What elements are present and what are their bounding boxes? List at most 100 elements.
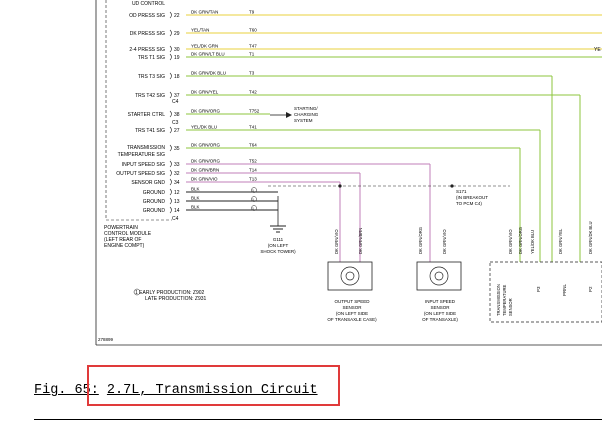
vertical-wire-label: YEL/DK BLU xyxy=(530,230,535,254)
vertical-wire-label: DK GRN/DK BLU xyxy=(588,221,593,254)
circuit-note-circle xyxy=(251,187,257,193)
module-name-1: POWERTRAIN xyxy=(104,225,138,231)
circuit-label: T1 xyxy=(249,52,255,57)
wire-color-label: DK GRN/DK BLU xyxy=(191,71,226,76)
output-sensor-2: SENSOR xyxy=(342,305,362,310)
pin-bracket xyxy=(169,160,172,168)
pin-bracket xyxy=(169,144,172,152)
switch-label-p2: P2 xyxy=(588,286,593,292)
s171-label-1: S171 xyxy=(456,189,467,194)
wire-color-label: DK GRN/YEL xyxy=(191,90,219,95)
module-name-4: ENGINE COMPT) xyxy=(104,243,145,249)
pin-label: TRS T42 SIG xyxy=(135,93,165,99)
input-sensor-1: INPUT SPEED xyxy=(425,299,456,304)
switch-label-prnl: PRNL xyxy=(562,283,567,296)
pin-bracket xyxy=(169,45,172,53)
circuit-label: 1 xyxy=(252,206,255,211)
input-sensor-4: OF TRANSAXLE) xyxy=(422,317,458,322)
figure-prefix: Fig. 65: xyxy=(34,383,99,398)
pin-number: 27 xyxy=(174,128,180,134)
circuit-label: T3 xyxy=(249,71,255,76)
circuit-label: T42 xyxy=(249,90,257,95)
circuit-label: 1 xyxy=(252,197,255,202)
starter-arrow-head xyxy=(286,112,292,118)
wire-color-label: DK GRN/ORG xyxy=(191,159,221,164)
pin-label: GROUND xyxy=(143,199,166,205)
figure-title: 2.7L, Transmission Circuit xyxy=(106,383,318,398)
pin-bracket xyxy=(169,91,172,99)
pin-bracket xyxy=(169,11,172,19)
trs-block xyxy=(489,261,602,323)
pin-number: 14 xyxy=(174,208,180,214)
circuit-label: T64 xyxy=(249,143,257,148)
circuit-label: T60 xyxy=(249,28,257,33)
connector-c4-label: C4 xyxy=(172,99,179,105)
pin-label: GROUND xyxy=(143,208,166,214)
wire-color-label: DK GRN/TAN xyxy=(191,10,218,15)
circuit-label: T752 xyxy=(249,109,260,114)
figure-caption: Fig. 65: 2.7L, Transmission Circuit xyxy=(34,383,318,398)
output-sensor-3: (ON LEFT SIDE xyxy=(336,311,368,316)
splice-dot-1 xyxy=(338,184,342,188)
pin-number: 30 xyxy=(174,47,180,53)
module-name-3: (LEFT REAR OF xyxy=(104,237,141,243)
pin-label: OUTPUT SPEED SIG xyxy=(116,171,165,177)
pin-label: GROUND xyxy=(143,190,166,196)
pin-bracket xyxy=(169,206,172,214)
wire-color-label: BLK xyxy=(191,187,200,192)
pin-bracket xyxy=(169,197,172,205)
right-edge-label: YE xyxy=(594,47,601,53)
production-note-1: 1 EARLY PRODUCTION: Z902 xyxy=(135,290,204,296)
g111-label-2: (ON LEFT xyxy=(268,243,289,248)
pin-label: TRS T3 SIG xyxy=(138,74,165,80)
vertical-wire-label: DK GRN/VIO xyxy=(334,229,339,254)
splice-dot-s171 xyxy=(450,184,454,188)
circuit-label: T47 xyxy=(249,44,257,49)
starter-note-1: STARTING/ xyxy=(294,106,318,111)
wire-color-label: YEL/DK GRN xyxy=(191,44,218,49)
pin-bracket xyxy=(169,178,172,186)
pin-bracket xyxy=(169,188,172,196)
trs-label-2: TEMPERATURE xyxy=(502,284,507,316)
pin-label: SENSOR GND xyxy=(131,180,165,186)
circuit-label: T41 xyxy=(249,125,257,130)
input-sensor-coil xyxy=(429,266,449,286)
input-sensor-2: SENSOR xyxy=(430,305,450,310)
vertical-wire-label: DK GRN/ORG xyxy=(418,227,423,254)
wire-color-label: DK GRN/ORG xyxy=(191,109,221,114)
pin-label: 2-4 PRESS SIG xyxy=(129,47,165,53)
wire-color-label: BLK xyxy=(191,205,200,210)
production-note-2: LATE PRODUCTION: Z931 xyxy=(145,296,207,302)
temp-sig-label: TEMPERATURE SIG xyxy=(118,152,166,158)
input-sensor-box xyxy=(416,261,462,291)
g111-label-3: SHOCK TOWER) xyxy=(260,249,296,254)
pin-number: 18 xyxy=(174,74,180,80)
input-sensor-3: (ON LEFT SIDE xyxy=(424,311,456,316)
starter-note-3: SYSTEM xyxy=(294,118,313,123)
pin-number: 33 xyxy=(174,162,180,168)
vertical-wire-label: DK GRN/ORG xyxy=(518,227,523,254)
pin-number: 22 xyxy=(174,13,180,19)
g111-label-1: G111 xyxy=(273,237,284,242)
pin-number: 19 xyxy=(174,55,180,61)
s171-label-3: TO PCM C4) xyxy=(456,201,482,206)
highlight-box xyxy=(87,365,340,406)
vertical-wire-label: DK GRN/YEL xyxy=(558,228,563,254)
pin-number: 29 xyxy=(174,31,180,37)
output-sensor-1: OUTPUT SPEED xyxy=(335,299,371,304)
circuit-label: T14 xyxy=(249,168,257,173)
circuit-note-circle xyxy=(251,205,257,211)
wire-color-label: DK GRN/BRN xyxy=(191,168,219,173)
pin-number: 37 xyxy=(174,93,180,99)
connector-c4-label-bottom: C4 xyxy=(172,216,179,222)
pin-number: 38 xyxy=(174,112,180,118)
output-sensor-4: OF TRANSAXLE CASE) xyxy=(327,317,377,322)
pin-bracket xyxy=(169,169,172,177)
pin-number: 32 xyxy=(174,171,180,177)
pin-bracket xyxy=(169,72,172,80)
wire-color-label: YEL/DK BLU xyxy=(191,125,217,130)
pin-number: 34 xyxy=(174,180,180,186)
